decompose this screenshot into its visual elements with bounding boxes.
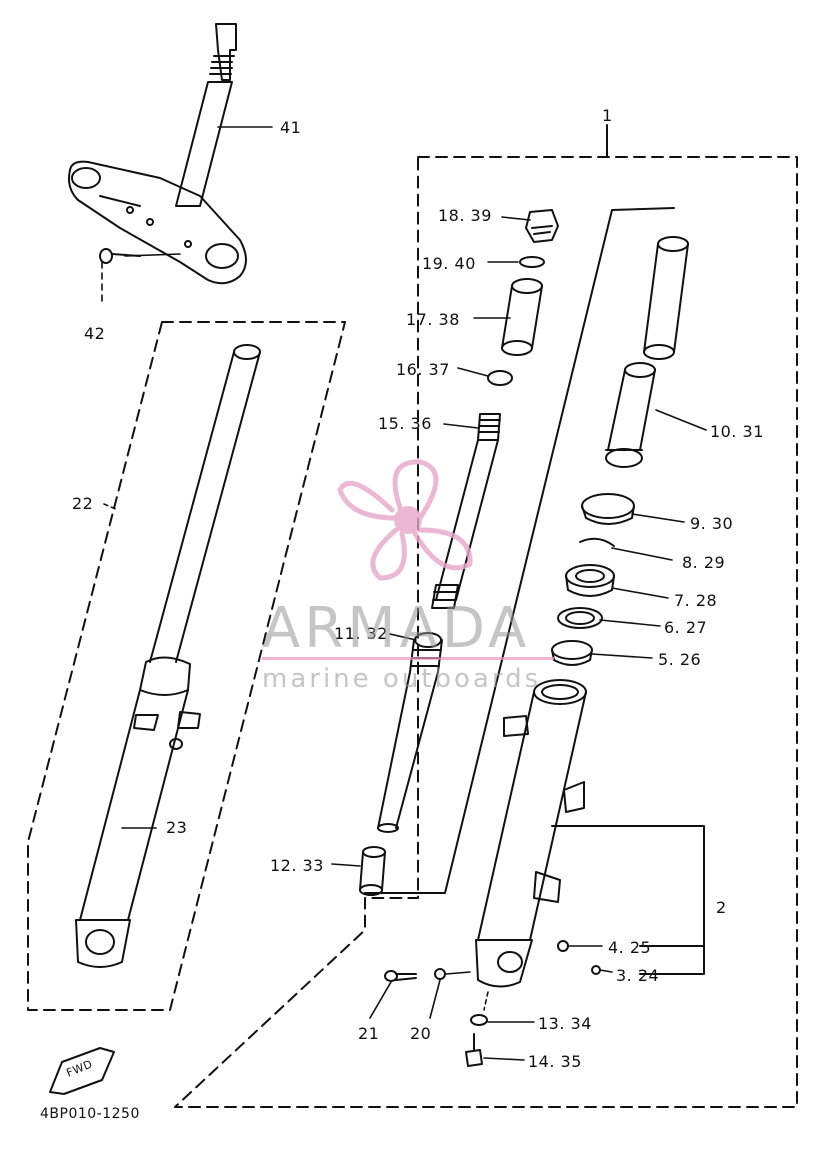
fork-spring	[431, 413, 501, 609]
outer-tube-bracket-line	[551, 825, 705, 975]
callout-6: 6. 27	[664, 618, 708, 637]
callout-5: 5. 26	[658, 650, 702, 669]
left-fork-inner-tube	[149, 344, 261, 663]
bottom-bolt	[465, 1033, 483, 1067]
callout-18: 18. 39	[438, 206, 492, 225]
washer	[557, 607, 603, 629]
pinch-washer	[434, 968, 446, 980]
cap-bolt	[525, 209, 559, 243]
callout-23: 23	[166, 818, 188, 837]
callout-16: 16. 37	[396, 360, 450, 379]
watermark-tagline: marine outboards	[262, 664, 542, 694]
callout-13: 13. 34	[538, 1014, 592, 1033]
damper-rod	[377, 632, 443, 833]
oil-seal	[565, 564, 615, 597]
slide-bushing	[551, 640, 593, 666]
spring-seat	[487, 370, 513, 386]
callout-14: 14. 35	[528, 1052, 582, 1071]
fwd-arrow-icon	[49, 1047, 115, 1095]
drawing-code: 4BP010-1250	[40, 1106, 140, 1122]
callout-9: 9. 30	[690, 514, 734, 533]
callout-21: 21	[358, 1024, 380, 1043]
callout-7: 7. 28	[674, 591, 718, 610]
callout-1: 1	[602, 106, 613, 125]
spacer-collar	[501, 278, 543, 356]
callout-42: 42	[84, 324, 106, 343]
callout-2: 2	[716, 898, 727, 917]
callout-41: 41	[280, 118, 302, 137]
watermark-brand: ARMADA	[262, 596, 531, 661]
right-inner-tube-upper	[643, 236, 689, 360]
left-fork-outer-tube	[75, 656, 201, 968]
bottom-gasket	[470, 1014, 488, 1026]
propeller-icon	[337, 459, 473, 581]
drain-screw	[591, 965, 601, 975]
callout-11: 11. 32	[334, 624, 388, 643]
dust-seal	[581, 493, 635, 525]
callout-17: 17. 38	[406, 310, 460, 329]
callout-10: 10. 31	[710, 422, 764, 441]
drain-washer	[557, 940, 569, 952]
callout-19: 19. 40	[422, 254, 476, 273]
callout-22: 22	[72, 494, 94, 513]
oil-lock-piece	[359, 846, 386, 896]
callout-3: 3. 24	[616, 966, 660, 985]
o-ring	[519, 256, 545, 268]
axle-pinch-bolt	[384, 970, 417, 982]
callout-8: 8. 29	[682, 553, 726, 572]
left-fork-dashed-box	[27, 321, 346, 1011]
callout-4: 4. 25	[608, 938, 652, 957]
right-inner-tube	[605, 362, 656, 468]
fork-assembly-dashed-box	[174, 156, 798, 1108]
callout-15: 15. 36	[378, 414, 432, 433]
inner-tube-bracket-line	[364, 207, 675, 894]
steering-stem-bracket	[68, 23, 247, 285]
watermark-divider	[262, 657, 554, 660]
retaining-clip	[579, 537, 615, 547]
callout-20: 20	[410, 1024, 432, 1043]
callout-12: 12. 33	[270, 856, 324, 875]
right-outer-tube	[475, 679, 587, 988]
